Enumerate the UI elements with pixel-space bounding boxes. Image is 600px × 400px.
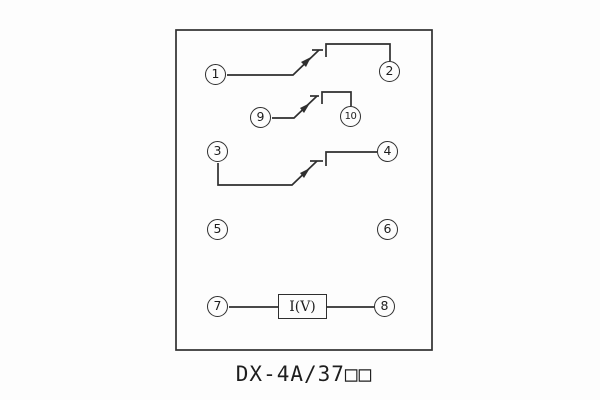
terminal-4: 4: [377, 141, 398, 162]
relay-outline: [175, 29, 433, 351]
terminal-8: 8: [374, 296, 395, 317]
model-caption: DX-4A/37□□: [235, 362, 373, 386]
terminal-5: 5: [207, 219, 228, 240]
terminal-7: 7: [207, 296, 228, 317]
terminal-1: 1: [205, 64, 226, 85]
contact-9-10-fixed: [321, 91, 352, 106]
terminal-2: 2: [379, 61, 400, 82]
terminal-6: 6: [377, 219, 398, 240]
contact-1-2-fixed: [325, 43, 391, 61]
terminal-9: 9: [250, 107, 271, 128]
contact-3-4-arrow-icon: [300, 168, 310, 178]
contact-1-2-blade: [227, 49, 320, 76]
terminal-10: 10: [340, 106, 361, 127]
terminal-3: 3: [207, 141, 228, 162]
contact-9-10-blade: [272, 95, 318, 119]
contact-1-2-arrow-icon: [301, 57, 311, 67]
contact-3-4-fixed: [325, 151, 377, 166]
contact-9-10-arrow-icon: [300, 103, 310, 113]
measuring-element-box: I(V): [278, 294, 327, 319]
